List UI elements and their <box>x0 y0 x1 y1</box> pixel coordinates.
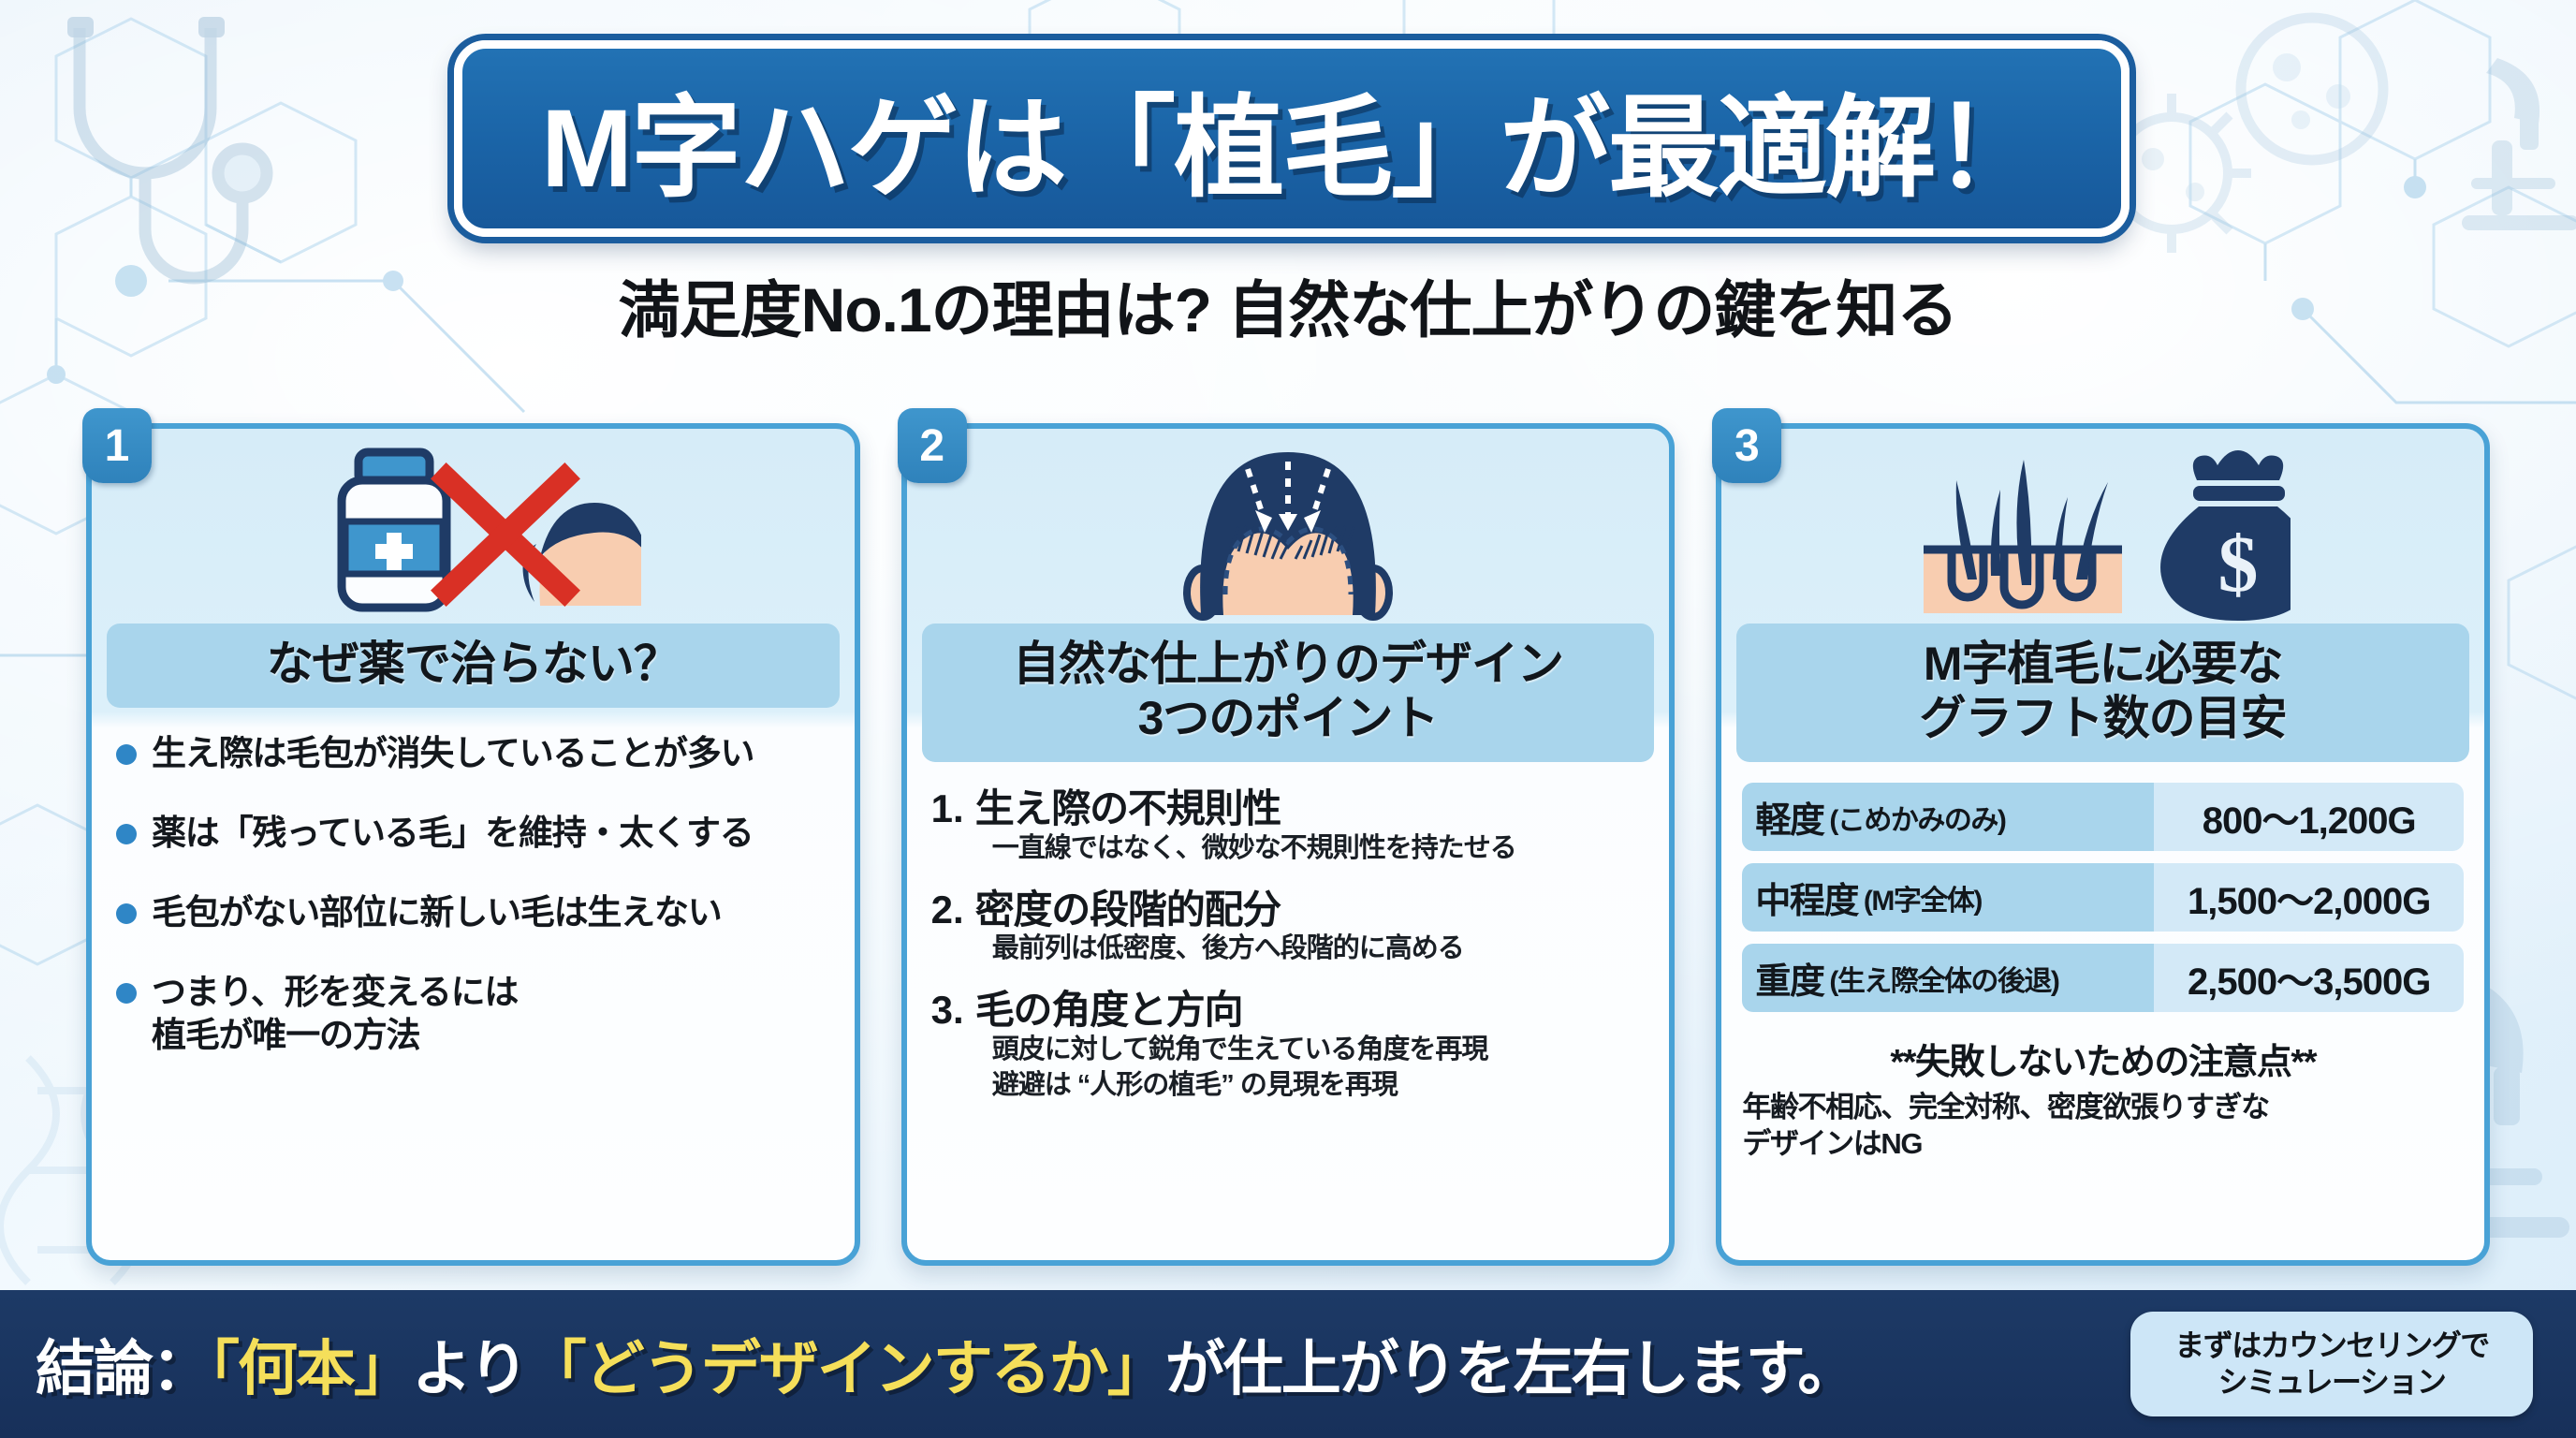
list-item-text: 生え際は毛包が消失していることが多い <box>152 734 754 772</box>
footer-bar: 結論：「何本」より「どうデザインするか」が仕上がりを左右します。 まずはカウンセ… <box>0 1290 2576 1438</box>
card-2-header: 自然な仕上がりのデザイン 3つのポイント <box>921 624 1655 762</box>
warning-body: 年齢不相応、完全対称、密度欲張りすぎな デザインはNG <box>1742 1091 2270 1160</box>
card-number-badge: 1 <box>82 408 152 483</box>
list-item: 1. 生え際の不規則性 一直線ではなく、微妙な不規則性を持たせる <box>931 786 1649 867</box>
list-item: 3. 毛の角度と方向 頭皮に対して鋭角で生えている角度を再現 避避は “人形の植… <box>931 988 1649 1103</box>
medicine-bottle-no-icon <box>337 448 642 612</box>
card-number-badge: 3 <box>1712 408 1782 483</box>
cta-counseling-button[interactable]: まずはカウンセリングで シミュレーション <box>2130 1312 2533 1416</box>
card-3-icon-area: $ <box>1721 429 2484 624</box>
bullet-dot-icon <box>116 983 137 1005</box>
list-item: 2. 密度の段階的配分 最前列は低密度、後方へ段階的に高める <box>931 888 1649 968</box>
point-number: 1. <box>930 786 964 830</box>
conclusion-lead: 結論： <box>36 1335 212 1402</box>
point-title: 毛の角度と方向 <box>974 988 1244 1033</box>
conclusion-highlight-1: 「何本」 <box>210 1335 414 1402</box>
bullet-dot-icon <box>116 744 137 765</box>
list-item-text: 毛包がない部位に新しい毛は生えない <box>152 893 723 932</box>
cta-line-1: まずはカウンセリングで <box>2174 1328 2490 1362</box>
table-row: 中程度 (M字全体) 1,500〜2,000G <box>1742 863 2465 932</box>
severity-cell: 重度 (生え際全体の後退) <box>1742 944 2155 1012</box>
point-number: 2. <box>930 887 964 932</box>
card-1-header: なぜ薬で治らない？ <box>107 624 840 708</box>
hair-follicle-money-icon: $ <box>1923 450 2291 621</box>
microscope-icon <box>2462 58 2576 230</box>
cta-line-2: シミュレーション <box>2217 1365 2447 1399</box>
list-item-text: つまり、形を変えるには 植毛が唯一の方法 <box>152 973 519 1054</box>
graft-count-cell: 1,500〜2,000G <box>2154 863 2465 932</box>
list-item-text: 薬は「残っている毛」を維持・太くする <box>152 814 754 853</box>
title-banner: M字ハゲは「植毛」が最適解！ <box>454 39 2130 237</box>
point-subtext: 最前列は低密度、後方へ段階的に高める <box>991 933 1465 964</box>
conclusion-tail: が仕上がりを左右します。 <box>1164 1335 1858 1402</box>
bullet-dot-icon <box>116 903 137 925</box>
point-title: 生え際の不規則性 <box>974 786 1282 830</box>
list-item: つまり、形を変えるには 植毛が唯一の方法 <box>116 971 834 1055</box>
point-title: 密度の段階的配分 <box>974 887 1282 932</box>
hairline-design-head-icon <box>1183 452 1393 621</box>
severity-note: (M字全体) <box>1863 885 1983 917</box>
severity-note: (こめかみのみ) <box>1829 804 2006 836</box>
reasons-list: 生え際は毛包が消失していることが多い 薬は「残っている毛」を維持・太くする 毛包… <box>116 732 834 1056</box>
stethoscope-icon <box>73 28 273 285</box>
page-title: M字ハゲは「植毛」が最適解！ <box>540 87 2044 211</box>
severity-label: 軽度 <box>1755 801 1825 841</box>
card-number-badge: 2 <box>897 408 967 483</box>
medicine-bottle-icon <box>337 448 451 612</box>
svg-text:$: $ <box>2217 519 2258 609</box>
graft-count-cell: 2,500〜3,500G <box>2154 944 2465 1012</box>
card-1-body: 生え際は毛包が消失していることが多い 薬は「残っている毛」を維持・太くする 毛包… <box>92 708 855 1073</box>
card-why-medicine-fails: 1 <box>82 408 860 1266</box>
card-3-header: M字植毛に必要な グラフト数の目安 <box>1736 624 2470 762</box>
conclusion-mid: より <box>412 1335 529 1402</box>
severity-cell: 中程度 (M字全体) <box>1742 863 2155 932</box>
cards-row: 1 <box>82 408 2491 1266</box>
table-row: 軽度 (こめかみのみ) 800〜1,200G <box>1742 783 2465 851</box>
severity-note: (生え際全体の後退) <box>1829 965 2059 997</box>
graft-count-cell: 800〜1,200G <box>2154 783 2465 851</box>
title-banner-wrap: M字ハゲは「植毛」が最適解！ <box>449 37 2134 239</box>
money-bag-icon: $ <box>2159 450 2291 621</box>
point-subtext: 頭皮に対して鋭角で生えている角度を再現 避避は “人形の植毛” の見現を再現 <box>991 1034 1489 1100</box>
card-2-body: 1. 生え際の不規則性 一直線ではなく、微妙な不規則性を持たせる 2. 密度の段… <box>907 762 1670 1120</box>
severity-cell: 軽度 (こめかみのみ) <box>1742 783 2155 851</box>
bullet-dot-icon <box>116 824 137 845</box>
list-item: 毛包がない部位に新しい毛は生えない <box>116 891 834 933</box>
severity-label: 中程度 <box>1755 882 1859 921</box>
card-graft-count-guide: 3 <box>1712 408 2491 1266</box>
card-3-body: 軽度 (こめかみのみ) 800〜1,200G 中程度 (M字全体) 1,500〜… <box>1721 762 2484 1174</box>
card-2-icon-area <box>907 429 1670 624</box>
card-natural-design-points: 2 <box>897 408 1676 1266</box>
hair-follicle-icon <box>1923 460 2122 613</box>
severity-label: 重度 <box>1755 962 1825 1002</box>
list-item: 薬は「残っている毛」を維持・太くする <box>116 812 834 854</box>
conclusion-text: 結論：「何本」より「どうデザインするか」が仕上がりを左右します。 <box>36 1321 1858 1407</box>
design-points-list: 1. 生え際の不規則性 一直線ではなく、微妙な不規則性を持たせる 2. 密度の段… <box>931 786 1649 1103</box>
point-subtext: 一直線ではなく、微妙な不規則性を持たせる <box>991 832 1517 863</box>
page-subtitle: 満足度No.1の理由は? 自然な仕上がりの鍵を知る <box>618 275 1959 345</box>
graft-table: 軽度 (こめかみのみ) 800〜1,200G 中程度 (M字全体) 1,500〜… <box>1742 783 2465 1012</box>
conclusion-highlight-2: 「どうデザインするか」 <box>526 1335 1167 1402</box>
cell-icon <box>2235 12 2389 166</box>
card-1-icon-area <box>92 429 855 624</box>
red-cross-out-icon <box>431 462 581 607</box>
warning-heading: **失敗しないための注意点** <box>1890 1043 2317 1082</box>
point-number: 3. <box>930 988 964 1033</box>
list-item: 生え際は毛包が消失していることが多い <box>116 732 834 774</box>
table-row: 重度 (生え際全体の後退) 2,500〜3,500G <box>1742 944 2465 1012</box>
